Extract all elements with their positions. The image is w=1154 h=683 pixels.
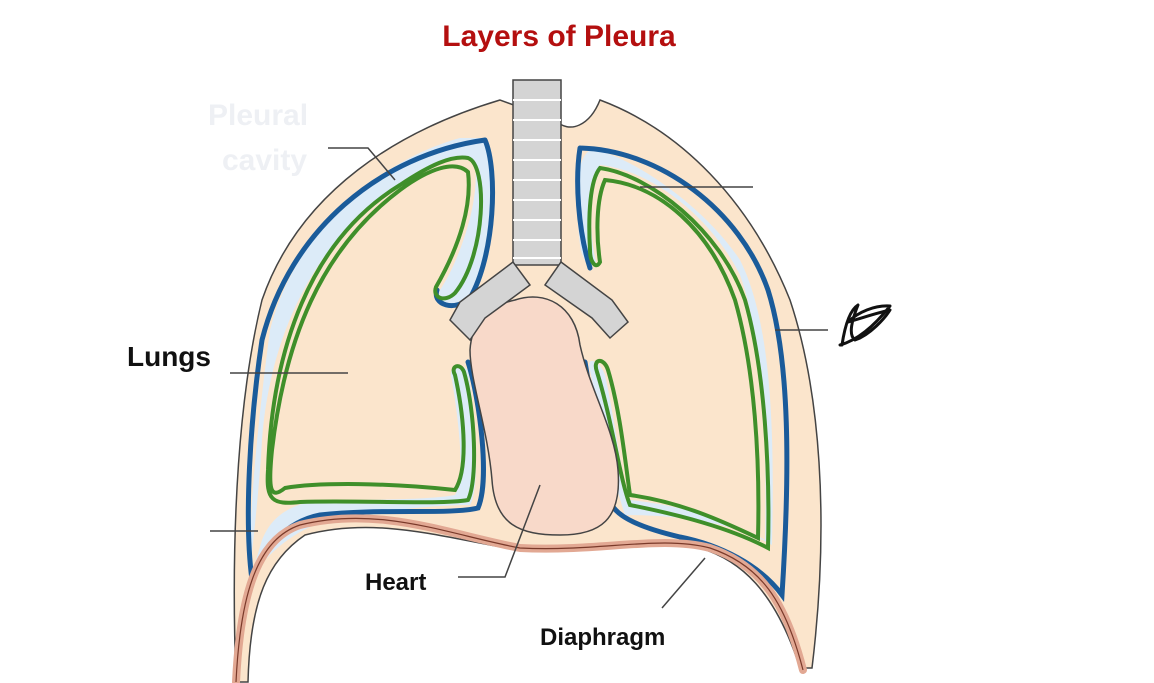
faint-label-line2: cavity (222, 144, 307, 177)
visceral-pleura-left (265, 155, 483, 505)
label-heart: Heart (365, 569, 426, 596)
leader-lines (210, 147, 828, 609)
leader-line-pleural-top-left (328, 147, 396, 181)
scribble-mark (838, 303, 892, 347)
heart (469, 296, 620, 536)
diaphragm-outline (235, 517, 804, 683)
leader-line-heart (458, 484, 541, 578)
bronchus-left (449, 260, 532, 342)
leader-line-diaphragm (661, 557, 706, 609)
diagram-title: Layers of Pleura (442, 20, 676, 53)
parietal-pleura-left (249, 138, 493, 580)
label-diaphragm: Diaphragm (540, 624, 665, 651)
bronchus-right (543, 260, 630, 340)
visceral-pleura-right (587, 165, 771, 552)
faint-label-line1: Pleural (208, 99, 308, 132)
label-lungs: Lungs (127, 341, 211, 372)
trachea (512, 79, 562, 266)
